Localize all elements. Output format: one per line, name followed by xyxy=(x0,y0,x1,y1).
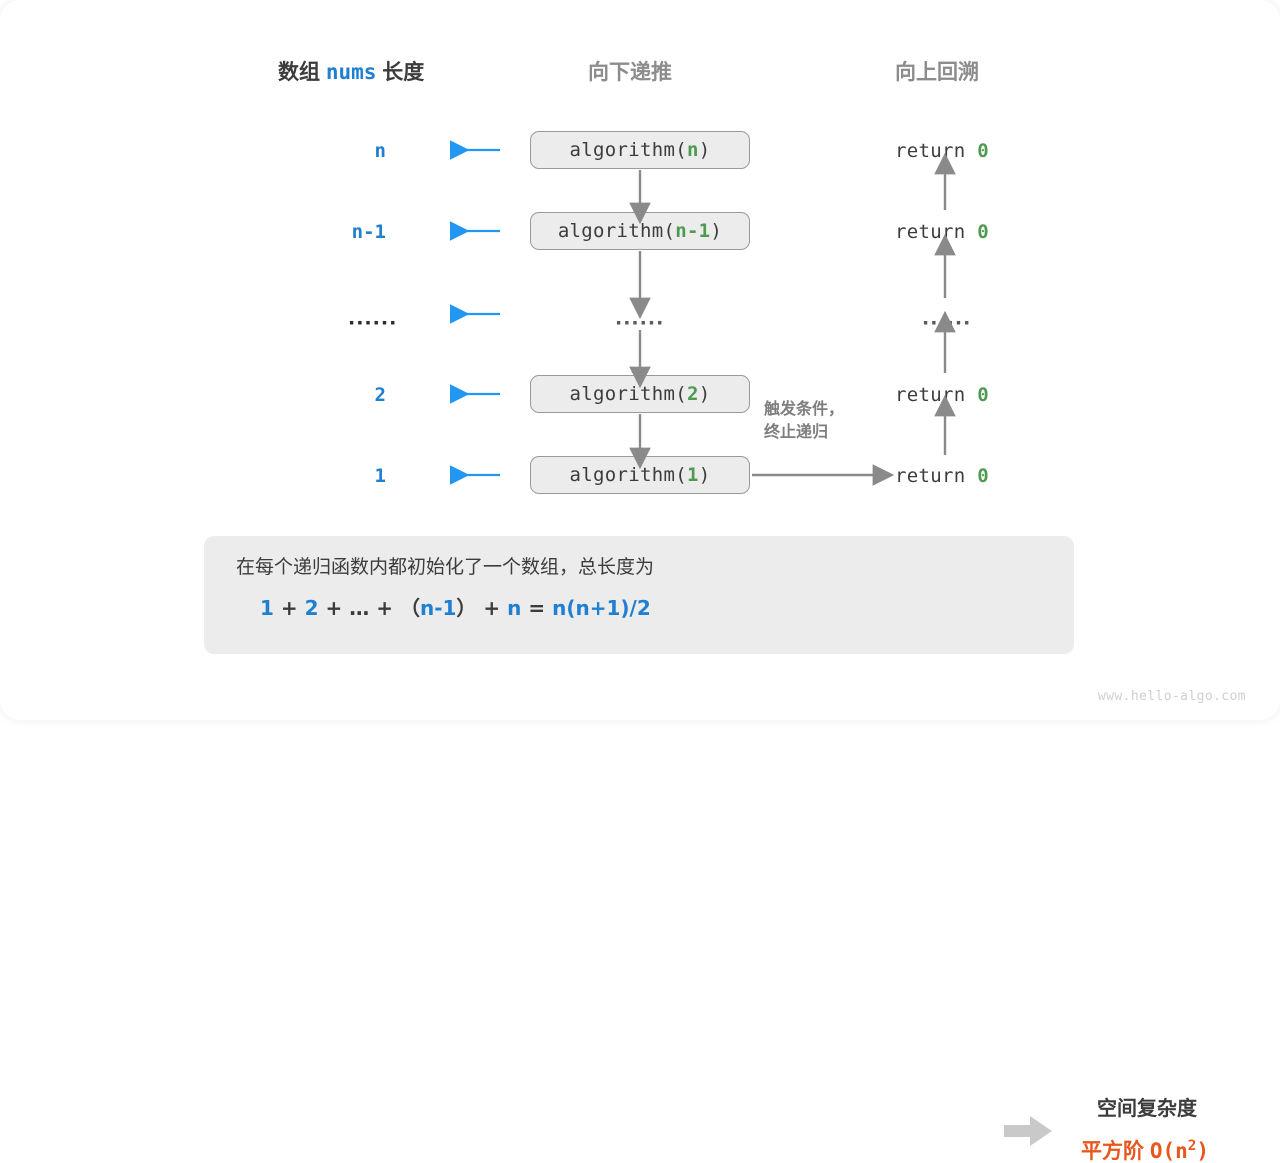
call-box-row-4[interactable]: algorithm(1) xyxy=(530,456,750,494)
header-left-prefix: 数组 xyxy=(278,61,320,84)
formula-term-2: 2 xyxy=(304,596,319,620)
complexity-title: 空间复杂度 xyxy=(1097,1098,1197,1120)
return-row-0: return 0 xyxy=(895,142,989,161)
call-box-arg: n-1 xyxy=(675,220,711,242)
return-row-1: return 0 xyxy=(895,223,989,242)
call-box-close: ) xyxy=(698,139,711,161)
column-header-backtrack-up: 向上回溯 xyxy=(895,61,979,84)
formula-equals: = xyxy=(528,596,546,620)
trigger-condition-note: 触发条件， 终止递归 xyxy=(764,398,844,444)
length-label-row-1: n-1 xyxy=(351,221,386,243)
length-label-row-2-ellipsis: ······ xyxy=(348,312,398,334)
return-keyword: return xyxy=(895,140,966,162)
complexity-bigo: O(n xyxy=(1149,1139,1188,1163)
formula-result: n(n+1)/2 xyxy=(552,596,651,620)
watermark: www.hello-algo.com xyxy=(1097,689,1246,704)
return-column-ellipsis: ······ xyxy=(922,312,972,334)
diagram-canvas: 数组 nums 长度 向下递推 向上回溯 n n-1 ······ 2 1 al… xyxy=(204,60,1246,1162)
block-arrow-right-icon xyxy=(1004,1116,1052,1146)
complexity-value: 平方阶 O(n2) xyxy=(1081,1139,1209,1162)
return-value: 0 xyxy=(977,384,989,406)
trigger-note-line-1: 触发条件， xyxy=(764,401,845,418)
call-box-arg: 1 xyxy=(686,464,699,486)
complexity-bigo-close: ) xyxy=(1196,1139,1210,1163)
formula-paren-close: ） xyxy=(456,596,477,620)
return-value: 0 xyxy=(977,465,989,487)
call-box-close: ) xyxy=(698,464,711,486)
call-box-fn-name: algorithm( xyxy=(569,464,687,486)
formula-ellipsis: … xyxy=(349,596,370,620)
length-label-row-4: 1 xyxy=(374,465,386,487)
return-value: 0 xyxy=(977,140,989,162)
trigger-note-line-2: 终止递归 xyxy=(764,424,829,442)
call-box-fn-name: algorithm( xyxy=(569,139,687,161)
call-box-row-0[interactable]: algorithm(n) xyxy=(530,131,750,169)
column-header-recursion-down: 向下递推 xyxy=(588,61,672,84)
summary-formula: 1 + 2 + … + （n-1） + n = n(n+1)/2 xyxy=(260,598,651,618)
summary-panel: 在每个递归函数内都初始化了一个数组，总长度为 1 + 2 + … + （n-1）… xyxy=(204,536,1209,1162)
call-box-arg: 2 xyxy=(686,383,699,405)
return-row-4: return 0 xyxy=(895,467,989,486)
blue-length-arrows xyxy=(449,140,500,485)
return-keyword: return xyxy=(895,465,966,487)
complexity-prefix: 平方阶 xyxy=(1081,1140,1144,1163)
call-box-fn-name: algorithm( xyxy=(557,220,676,242)
header-nums-code: nums xyxy=(325,60,377,84)
length-label-row-3: 2 xyxy=(374,384,386,406)
return-keyword: return xyxy=(895,384,966,406)
summary-description: 在每个递归函数内都初始化了一个数组，总长度为 xyxy=(236,557,655,578)
call-column-ellipsis: ······ xyxy=(615,312,665,334)
formula-op-4: + xyxy=(483,596,501,620)
formula-op-2: + xyxy=(325,596,343,620)
return-keyword: return xyxy=(895,221,966,243)
call-box-fn-name: algorithm( xyxy=(569,383,687,405)
formula-op-3: + xyxy=(376,596,393,620)
call-box-row-1[interactable]: algorithm(n-1) xyxy=(530,212,750,250)
header-left-suffix: 长度 xyxy=(382,61,425,84)
call-box-close: ) xyxy=(698,383,711,405)
call-box-close: ) xyxy=(710,220,723,242)
formula-term-5: n xyxy=(507,596,522,620)
return-row-3: return 0 xyxy=(895,386,989,405)
column-header-array-length: 数组 nums 长度 xyxy=(278,60,425,84)
call-box-row-3[interactable]: algorithm(2) xyxy=(530,375,750,413)
return-value: 0 xyxy=(977,221,989,243)
call-box-arg: n xyxy=(686,139,699,161)
formula-paren-open: （ xyxy=(399,596,420,620)
formula-term-4: n-1 xyxy=(419,596,457,620)
formula-op-1: + xyxy=(280,596,298,620)
complexity-exponent: 2 xyxy=(1187,1138,1197,1154)
length-label-row-0: n xyxy=(374,140,386,162)
formula-term-1: 1 xyxy=(260,596,274,620)
